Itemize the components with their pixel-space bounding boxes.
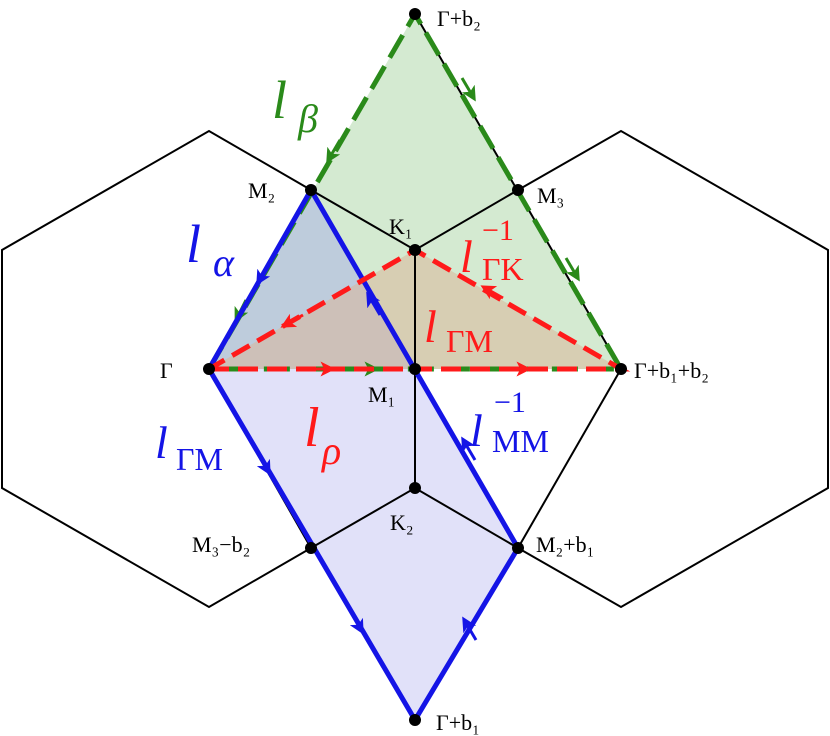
l-gamma-m-red-main: l (424, 301, 437, 352)
return-arrow-lower-right (462, 616, 478, 641)
point-k1 (409, 244, 421, 256)
l-alpha-sub: α (213, 240, 235, 285)
label-m1: M₁ (368, 382, 395, 407)
l-alpha-main: l (186, 214, 201, 274)
l-gamma-m-arrow-1 (255, 450, 271, 476)
label-gamma-b2: Γ+b₂ (437, 6, 481, 31)
l-rho-main: l (304, 397, 320, 459)
label-m2: M₂ (248, 178, 275, 203)
lattice-points (203, 8, 627, 726)
l-gamma-k-inv-sub: ΓK (482, 251, 524, 287)
point-gamma (203, 363, 215, 375)
path-label-l-alpha: l α (186, 214, 235, 285)
l-beta-sub: β (297, 96, 318, 141)
label-m3: M₃ (537, 183, 564, 208)
l-gamma-m-blue-main: l (155, 417, 168, 468)
path-label-l-rho: l ρ (304, 397, 341, 473)
l-beta-arrow-left-edge (326, 139, 342, 164)
l-gamma-k-inv-sup: −1 (482, 214, 514, 247)
l-mm-inv-sub: MM (492, 423, 549, 459)
l-mm-inv-arrow-2 (366, 291, 382, 316)
point-m2 (305, 184, 317, 196)
point-gamma-b2 (409, 8, 421, 20)
label-k1: K₁ (389, 214, 413, 239)
point-gamma-b1-b2 (615, 363, 627, 375)
l-gamma-m-blue-sub: ΓM (176, 441, 223, 477)
l-alpha-arrow (256, 261, 272, 286)
path-label-l-gamma-m-blue: l ΓM (155, 417, 223, 477)
label-m2-plus-b1: M₂+b₁ (536, 532, 594, 557)
path-label-l-mm-inv: l MM −1 (470, 386, 549, 459)
label-m3-minus-b2: M₃−b₂ (192, 532, 250, 557)
point-m2-plus-b1 (512, 542, 524, 554)
l-beta-main: l (272, 70, 287, 130)
l-mm-inv-main: l (470, 405, 483, 456)
l-rho-sub: ρ (320, 428, 341, 473)
l-gamma-m-red-sub: ΓM (446, 323, 493, 359)
point-gamma-b1 (409, 714, 421, 726)
label-gamma: Γ (160, 358, 173, 383)
l-mm-inv-arrow-1 (461, 436, 477, 461)
l-beta-arrow-right-edge-2 (564, 257, 580, 282)
l-rho-arrow-upper-left (280, 313, 304, 328)
label-k2: K₂ (390, 510, 414, 535)
l-mm-inv-sup: −1 (494, 386, 526, 419)
l-beta-arrow-right-edge (460, 77, 476, 102)
path-label-l-gamma-k-inv: l ΓK −1 (460, 214, 524, 287)
l-gamma-k-inv-main: l (460, 231, 473, 282)
l-gamma-k-inv-arrow (480, 285, 504, 300)
l-gamma-m-arrow-2 (348, 609, 364, 635)
point-m3-minus-b2 (305, 542, 317, 554)
label-gamma-b1-b2: Γ+b₁+b₂ (634, 358, 709, 383)
path-label-l-gamma-m-red: l ΓM (424, 301, 493, 359)
label-gamma-b1: Γ+b₁ (436, 710, 480, 735)
point-m1 (409, 363, 421, 375)
path-label-l-beta: l β (272, 70, 318, 141)
point-m3 (512, 184, 524, 196)
point-k2 (409, 482, 421, 494)
